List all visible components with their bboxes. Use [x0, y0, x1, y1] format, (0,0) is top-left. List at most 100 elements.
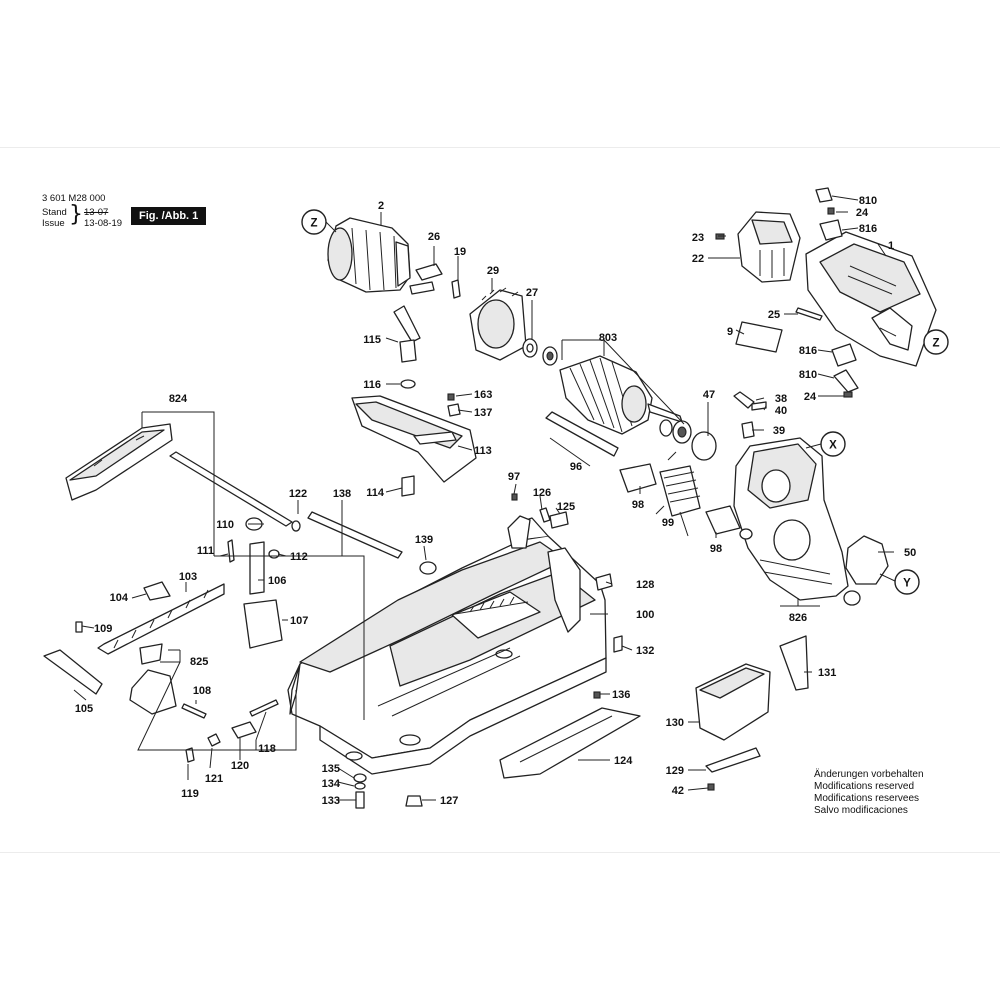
part-label-23: 23: [692, 232, 704, 244]
part-label-108: 108: [193, 685, 211, 697]
reference-marker-z-right: Z: [923, 329, 949, 355]
part-label-25: 25: [768, 309, 780, 321]
part-label-2: 2: [378, 200, 384, 212]
doc-number: 3 601 M28 000: [42, 193, 106, 204]
part-label-803: 803: [599, 332, 617, 344]
part-label-110: 110: [216, 519, 234, 531]
stand-label: Stand: [42, 207, 67, 218]
notice-line-en: Modifications reserved: [814, 781, 915, 792]
part-label-126: 126: [533, 487, 551, 499]
part-label-50: 50: [904, 547, 916, 559]
svg-text:Z: Z: [310, 218, 317, 230]
reference-marker-x: X: [820, 431, 846, 457]
svg-text:X: X: [829, 440, 837, 452]
part-label-816-bottom: 816: [799, 345, 817, 357]
part-label-104: 104: [110, 592, 129, 604]
fan-baffle: [469, 287, 527, 361]
part-label-118: 118: [258, 743, 276, 755]
part-label-139: 139: [415, 534, 433, 546]
part-label-103: 103: [179, 571, 197, 583]
stand-issue-labels: Stand Issue: [42, 207, 67, 229]
part-label-106: 106: [268, 575, 286, 587]
part-label-105: 105: [75, 703, 93, 715]
part-label-122: 122: [289, 488, 307, 500]
part-label-121: 121: [205, 773, 223, 785]
part-label-109: 109: [94, 623, 112, 635]
modification-notice: Änderungen vorbehalten Modifications res…: [814, 769, 924, 817]
part-label-47: 47: [703, 389, 715, 401]
part-label-96: 96: [570, 461, 582, 473]
part-label-810-top: 810: [859, 195, 877, 207]
bottom-separator: [0, 852, 1000, 853]
part-label-138: 138: [333, 488, 351, 500]
part-label-24-top: 24: [856, 207, 869, 219]
motor-cap-22: [737, 211, 801, 283]
base-plate: [287, 517, 607, 775]
part-label-133: 133: [322, 795, 340, 807]
part-label-100: 100: [636, 609, 654, 621]
brush-holder: [409, 263, 461, 299]
part-label-114: 114: [366, 487, 385, 499]
fence-assembly: [65, 423, 293, 527]
part-label-24-bottom: 24: [804, 391, 817, 403]
motor-housing: [327, 217, 411, 293]
part-label-39: 39: [773, 425, 785, 437]
issue-label: Issue: [42, 218, 65, 229]
svg-text:Y: Y: [903, 578, 911, 590]
leader-lines: [73, 195, 898, 801]
part-label-129: 129: [666, 765, 684, 777]
part-label-125: 125: [557, 501, 575, 513]
part-label-826: 826: [789, 612, 807, 624]
issue-date: 13-08-19: [84, 218, 123, 229]
reference-marker-z-left: Z: [301, 209, 327, 235]
feet-screws: [353, 773, 423, 809]
gear-housing: [733, 437, 889, 606]
part-label-38: 38: [775, 393, 787, 405]
part-label-127: 127: [440, 795, 458, 807]
part-label-42: 42: [672, 785, 684, 797]
part-label-132: 132: [636, 645, 654, 657]
part-label-128: 128: [636, 579, 654, 591]
part-label-9: 9: [727, 326, 733, 338]
part-label-816-top: 816: [859, 223, 877, 235]
notice-line-fr: Modifications reservees: [814, 793, 920, 804]
part-label-119: 119: [181, 788, 199, 800]
handle-housing: [805, 231, 937, 367]
stand-date: 13-07: [84, 207, 109, 218]
part-label-27: 27: [526, 287, 538, 299]
part-label-29: 29: [487, 265, 499, 277]
part-label-810-bottom: 810: [799, 369, 817, 381]
bearing-27: [522, 338, 558, 366]
svg-text:Z: Z: [932, 338, 939, 350]
figure-badge: Fig. /Abb. 1: [131, 207, 207, 225]
part-label-98-right: 98: [710, 543, 722, 555]
part-label-40: 40: [775, 405, 787, 417]
part-label-111: 111: [197, 545, 214, 557]
part-label-26: 26: [428, 231, 440, 243]
part-label-116: 116: [363, 379, 381, 391]
blade-guard: [351, 395, 477, 483]
bottom-plate-124: [499, 691, 641, 779]
part-label-120: 120: [231, 760, 249, 772]
notice-line-es: Salvo modificaciones: [814, 805, 908, 816]
reference-marker-y: Y: [894, 569, 920, 595]
part-label-134: 134: [322, 778, 341, 790]
part-label-97: 97: [508, 471, 520, 483]
part-label-824: 824: [169, 393, 188, 405]
top-separator: [0, 147, 1000, 148]
part-label-22: 22: [692, 253, 704, 265]
part-label-107: 107: [290, 615, 308, 627]
part-label-112: 112: [290, 551, 308, 563]
part-label-131: 131: [818, 667, 836, 679]
stand-issue-dates: 13-07 13-08-19: [84, 207, 122, 229]
part-label-98-left: 98: [632, 499, 644, 511]
armature: [559, 355, 692, 444]
spindle-parts: [545, 391, 767, 540]
part-label-99: 99: [662, 517, 674, 529]
part-label-825: 825: [190, 656, 208, 668]
notice-line-de: Änderungen vorbehalten: [814, 769, 924, 780]
tray-130: [695, 635, 809, 791]
lever-115: [393, 305, 461, 497]
